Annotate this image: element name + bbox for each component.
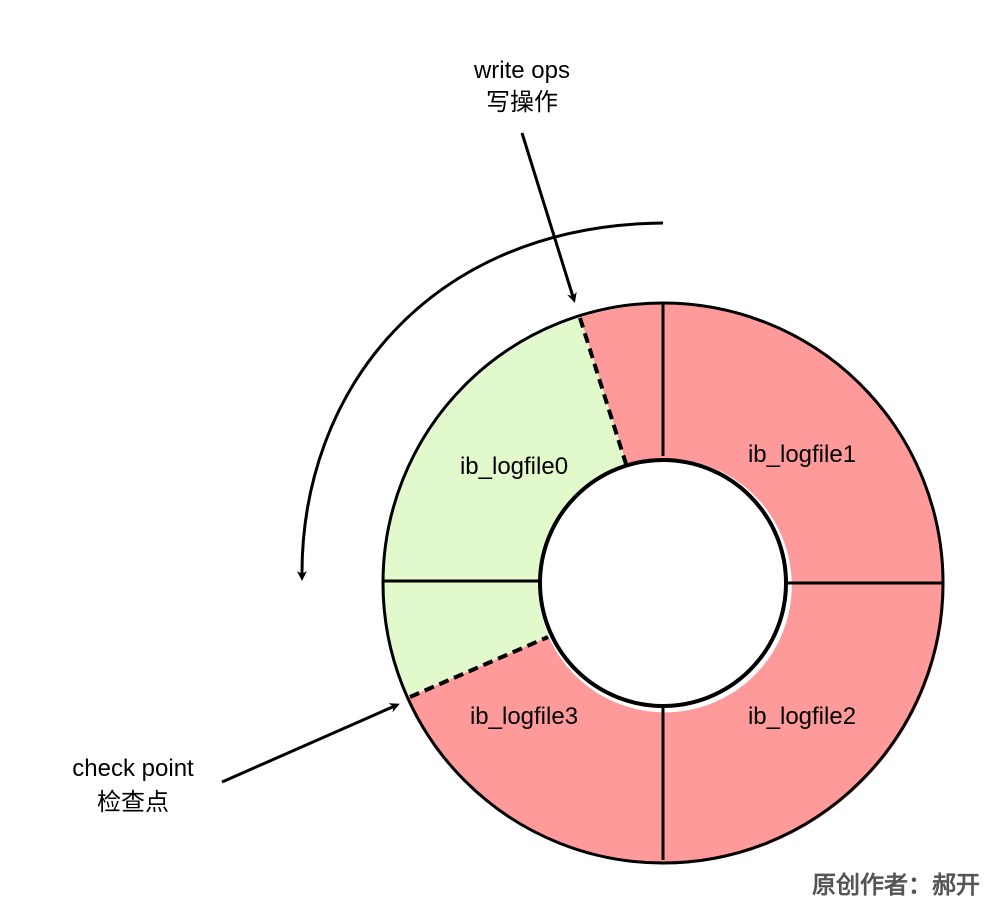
checkpoint-dashed-line [409, 635, 549, 699]
write-ops-label-en: write ops [473, 57, 570, 84]
rotation-direction-arrow [296, 221, 664, 581]
check-point-label-zh: 检查点 [97, 789, 169, 816]
write-position-dashed-line [578, 317, 628, 465]
ring-outer-border [381, 301, 945, 865]
author-credit: 原创作者：郝开 [812, 871, 980, 899]
logfile0-label: ib_logfile0 [460, 453, 568, 480]
logfile2-label: ib_logfile2 [748, 703, 856, 730]
logfile1-label: ib_logfile1 [748, 441, 856, 468]
write-ops-label-zh: 写操作 [486, 89, 558, 116]
check-point-label-en: check point [72, 755, 194, 782]
check-point-arrow [221, 703, 400, 784]
ring-segment-free [384, 317, 627, 698]
ring-inner-hole [538, 458, 788, 708]
ring-segment-written [408, 304, 945, 865]
write-ops-arrow [520, 132, 577, 303]
logfile3-label: ib_logfile3 [470, 703, 578, 730]
